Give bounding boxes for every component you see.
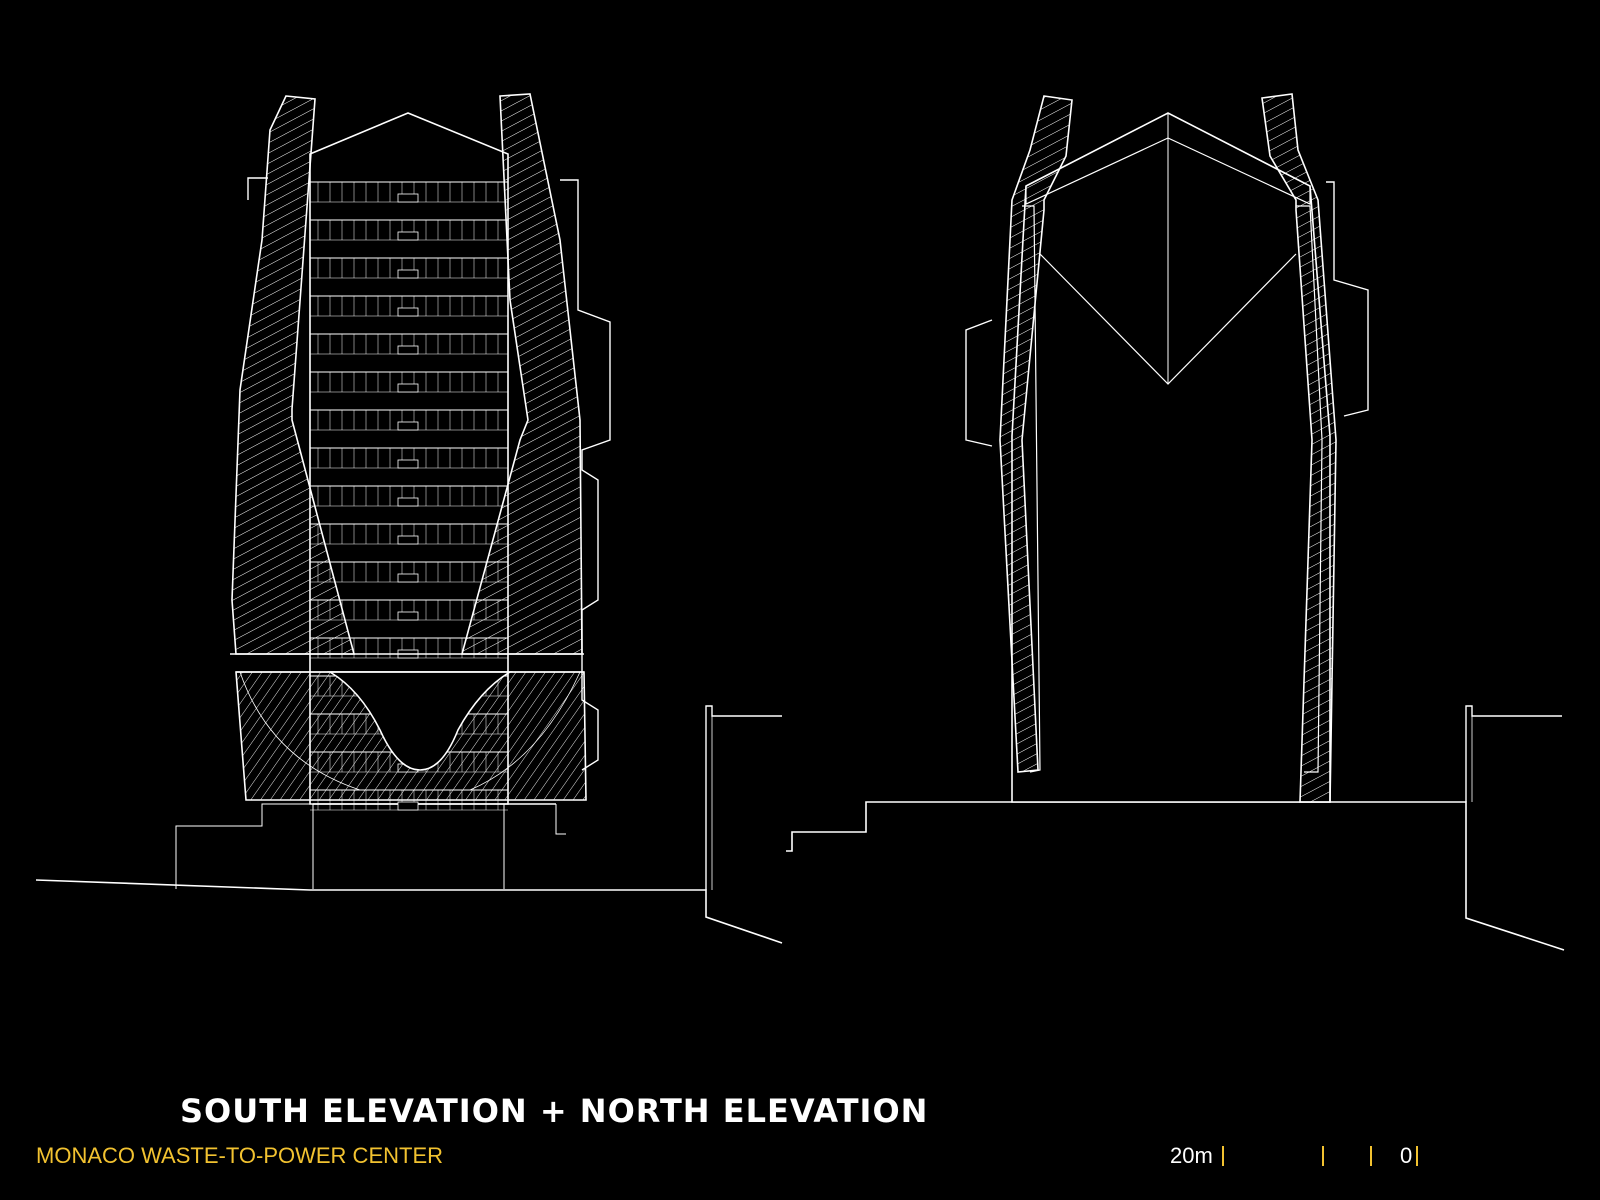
floor-opening	[397, 801, 419, 811]
floor-opening	[397, 269, 419, 279]
floor-opening	[397, 231, 419, 241]
north-retaining-wall	[1465, 705, 1562, 802]
floor-opening	[397, 383, 419, 393]
scale-tick	[1322, 1146, 1324, 1166]
north-main-body	[1011, 112, 1331, 803]
floor-opening	[397, 497, 419, 507]
north-right-blade	[1261, 93, 1337, 803]
north-elevation	[786, 93, 1565, 951]
north-right-modules	[1326, 181, 1369, 417]
floor-opening	[397, 573, 419, 583]
drawing-title: SOUTH ELEVATION + NORTH ELEVATION	[180, 1092, 929, 1130]
scale-label-left: 20m	[1170, 1143, 1213, 1168]
project-name: MONACO WASTE-TO-POWER CENTER	[36, 1143, 443, 1168]
scale-tick	[1370, 1146, 1372, 1166]
south-right-modules	[560, 179, 611, 771]
floor-opening	[397, 459, 419, 469]
floor-opening	[397, 345, 419, 355]
south-elevation	[35, 93, 783, 944]
south-right-wing	[460, 93, 583, 655]
south-left-modules	[247, 177, 268, 200]
floor-opening	[397, 421, 419, 431]
south-podium	[175, 803, 314, 889]
scale-label-right: 0	[1400, 1143, 1413, 1168]
floor-opening	[397, 307, 419, 317]
north-ground	[786, 801, 1565, 951]
scale-bar: 20m 0	[1170, 1143, 1430, 1173]
floor-opening	[397, 611, 419, 621]
north-left-blade	[999, 95, 1073, 773]
scale-tick	[1416, 1146, 1418, 1166]
floor-opening	[397, 193, 419, 203]
floor-opening	[397, 535, 419, 545]
south-ground-line	[35, 879, 783, 944]
south-left-wing	[231, 95, 356, 655]
scale-tick	[1222, 1146, 1224, 1166]
south-retaining-wall	[705, 705, 782, 890]
north-left-modules	[965, 319, 993, 447]
